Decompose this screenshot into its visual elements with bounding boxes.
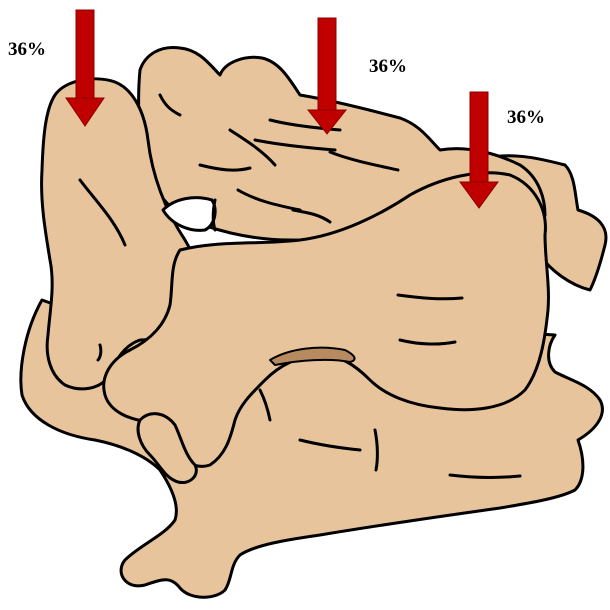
vertebrae-group xyxy=(21,47,606,597)
percentage-label-middle: 36% xyxy=(369,57,407,76)
percentage-label-left: 36% xyxy=(8,40,46,59)
percentage-label-right: 36% xyxy=(507,108,545,127)
arrow-middle xyxy=(308,18,346,134)
